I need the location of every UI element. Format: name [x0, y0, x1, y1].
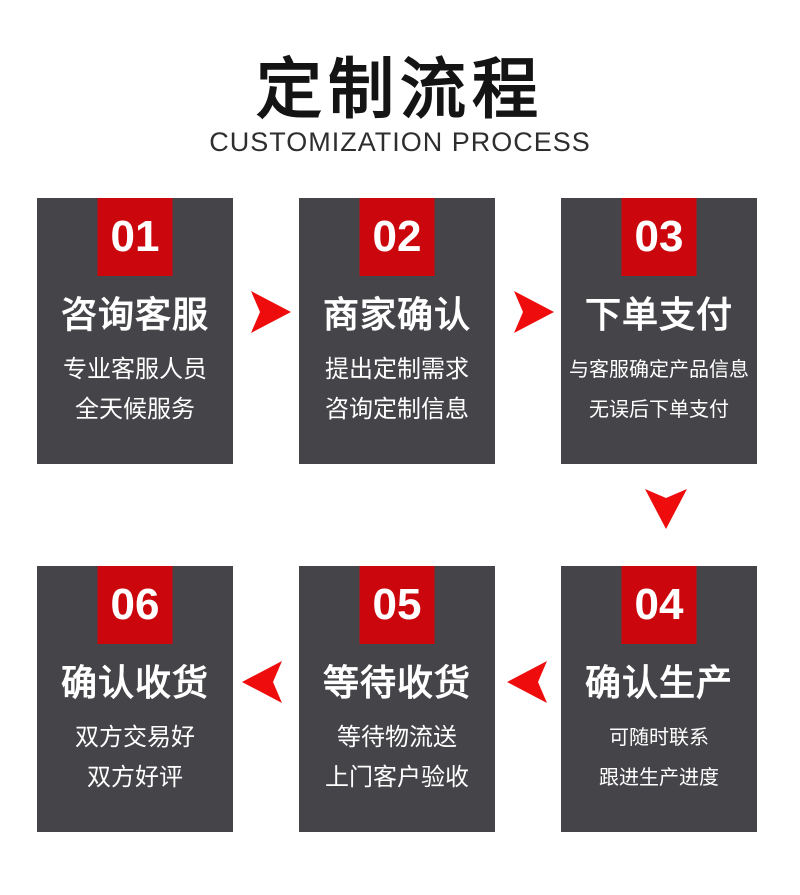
step-card-05: 05 等待收货 等待物流送 上门客户验收 — [299, 566, 495, 832]
step-number-badge: 02 — [359, 198, 435, 276]
step-number-badge: 04 — [621, 566, 697, 644]
step-description-line: 可随时联系 — [609, 727, 709, 749]
arrow-right-icon — [513, 291, 555, 333]
step-description: 专业客服人员 全天候服务 — [37, 350, 233, 430]
step-description-line: 全天候服务 — [75, 396, 195, 423]
step-description-line: 无误后下单支付 — [589, 399, 729, 421]
step-title: 商家确认 — [322, 294, 471, 335]
step-description: 与客服确定产品信息 无误后下单支付 — [561, 350, 757, 430]
step-card-01: 01 咨询客服 专业客服人员 全天候服务 — [37, 198, 233, 464]
step-title: 咨询客服 — [60, 294, 209, 335]
page-title: 定制流程 — [256, 52, 544, 126]
step-title: 下单支付 — [584, 294, 733, 335]
arrow-right-icon — [250, 291, 292, 333]
step-card-02: 02 商家确认 提出定制需求 咨询定制信息 — [299, 198, 495, 464]
step-description-line: 双方交易好 — [75, 724, 195, 751]
step-description-line: 提出定制需求 — [325, 356, 469, 383]
arrow-left-icon — [241, 661, 283, 703]
step-description-line: 专业客服人员 — [63, 356, 207, 383]
step-description: 双方交易好 双方好评 — [37, 718, 233, 798]
step-description-line: 跟进生产进度 — [599, 767, 719, 789]
step-number-badge: 06 — [97, 566, 173, 644]
step-number-badge: 01 — [97, 198, 173, 276]
step-number-badge: 03 — [621, 198, 697, 276]
step-card-04: 04 确认生产 可随时联系 跟进生产进度 — [561, 566, 757, 832]
step-description: 可随时联系 跟进生产进度 — [561, 718, 757, 798]
step-description-line: 等待物流送 — [337, 724, 457, 751]
step-description-line: 双方好评 — [87, 764, 183, 791]
step-card-06: 06 确认收货 双方交易好 双方好评 — [37, 566, 233, 832]
step-title: 等待收货 — [322, 662, 471, 703]
step-card-03: 03 下单支付 与客服确定产品信息 无误后下单支付 — [561, 198, 757, 464]
arrow-left-icon — [506, 661, 548, 703]
step-description-line: 与客服确定产品信息 — [569, 359, 749, 381]
step-description: 等待物流送 上门客户验收 — [299, 718, 495, 798]
page-subtitle: CUSTOMIZATION PROCESS — [209, 127, 591, 157]
step-number-badge: 05 — [359, 566, 435, 644]
step-title: 确认收货 — [60, 662, 209, 703]
arrow-down-icon — [645, 488, 687, 530]
step-description-line: 上门客户验收 — [325, 764, 469, 791]
step-description: 提出定制需求 咨询定制信息 — [299, 350, 495, 430]
step-description-line: 咨询定制信息 — [325, 396, 469, 423]
step-title: 确认生产 — [584, 662, 733, 703]
